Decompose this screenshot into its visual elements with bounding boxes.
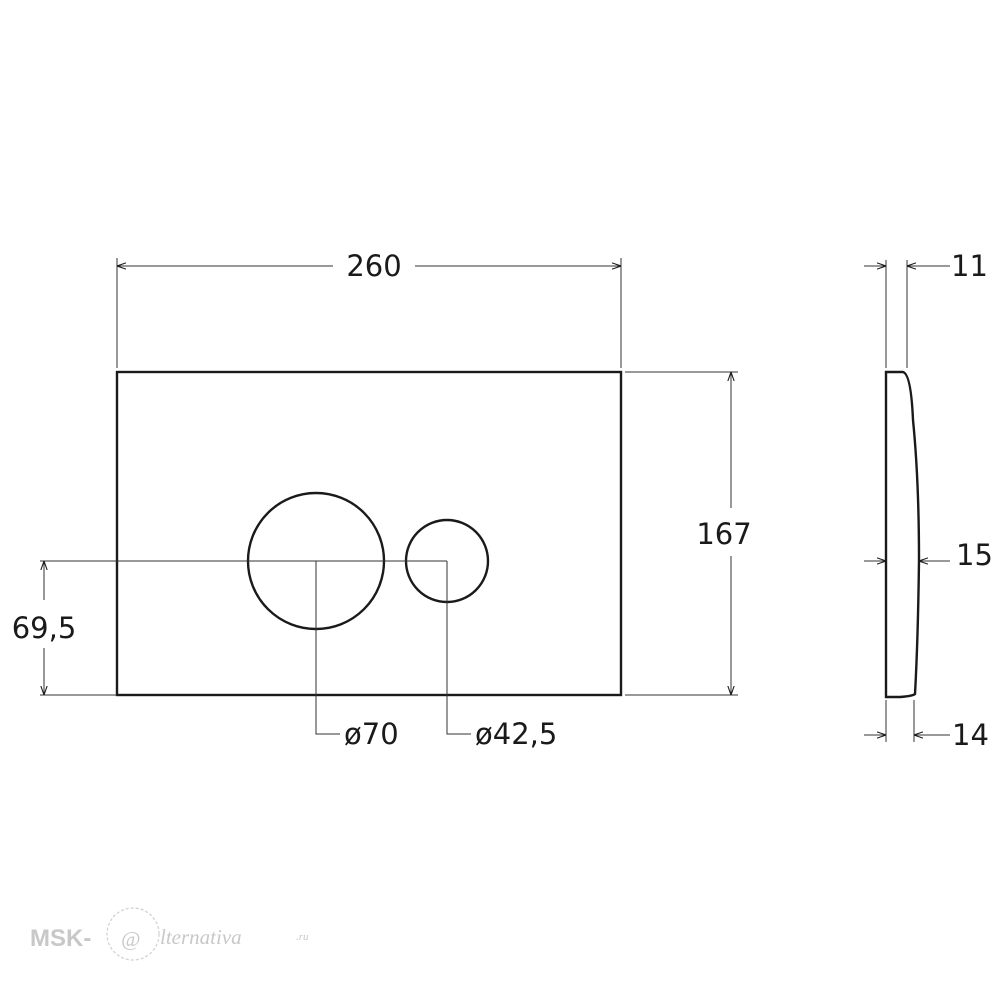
small-button-diameter-leader: ø42,5 [446,561,557,751]
height-label: 167 [696,517,751,551]
top-thickness-label: 11 [951,249,988,283]
width-dimension: 260 [116,249,622,368]
bottom-thickness-label: 14 [952,718,989,752]
side-profile-outline [884,370,921,699]
middle-thickness-label: 15 [956,538,993,572]
watermark-at-symbol: @ [121,927,140,951]
large-button-diameter-label: ø70 [344,717,399,751]
button-height-label: 69,5 [12,611,77,645]
watermark-suffix: lternativa [160,925,242,949]
large-button-diameter-leader: ø70 [315,561,399,751]
front-view: 260 167 69,5 ø70 ø42,5 [12,249,752,751]
watermark-at-circle [106,907,160,961]
bottom-thickness-dimension: 14 [864,700,989,752]
width-label: 260 [346,249,401,283]
watermark-logo: MSK- @ lternativa .ru [30,907,309,961]
top-thickness-dimension: 11 [864,249,988,368]
middle-thickness-dimension: 15 [864,538,993,572]
watermark-domain: .ru [296,931,309,943]
flush-plate-outline [115,370,623,697]
height-dimension: 167 [625,371,752,696]
small-button-diameter-label: ø42,5 [475,717,557,751]
button-height-dimension: 69,5 [12,560,447,696]
side-view: 11 15 14 [864,249,993,752]
watermark-prefix: MSK- [30,925,91,952]
